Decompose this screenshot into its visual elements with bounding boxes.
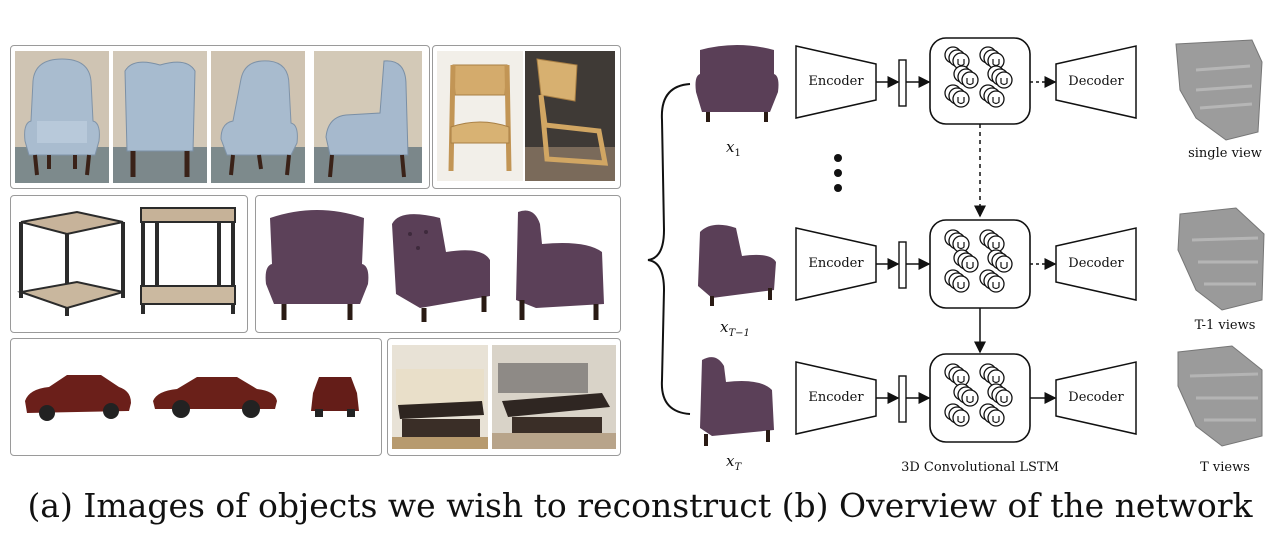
- panel-coffee-tables: [387, 338, 621, 456]
- car-photo-rear: [311, 377, 359, 417]
- output-caption-3: T views: [1200, 460, 1250, 475]
- panel-wooden-chairs: [432, 45, 621, 189]
- side-table-photo-1: [17, 210, 125, 316]
- feature-vector-1: [898, 59, 907, 107]
- decoder-1: [1055, 45, 1137, 119]
- coffee-table-photo-2: [492, 345, 616, 449]
- panel-cars: [10, 338, 382, 456]
- input-label-1: x1: [726, 138, 741, 159]
- caption-part-b: (b) Overview of the network: [781, 486, 1253, 525]
- feature-vector-2: [898, 241, 907, 289]
- panel-blue-armchairs: [10, 45, 430, 189]
- lstm-grid-1: [929, 37, 1031, 125]
- blue-chair-photo-front: [15, 51, 109, 183]
- lstm-label: 3D Convolutional LSTM: [901, 460, 1059, 475]
- decoder-2: [1055, 227, 1137, 301]
- input-chair-1: [695, 45, 779, 112]
- input-chair-3: [700, 357, 774, 436]
- encoder-1: [795, 45, 877, 119]
- input-label-2: xT−1: [720, 318, 750, 339]
- input-label-3: xT: [726, 452, 742, 473]
- decoder-label-3: Decoder: [1068, 390, 1124, 405]
- output-caption-2: T-1 views: [1194, 318, 1256, 333]
- panel-purple-chairs: [255, 195, 621, 333]
- voxel-output-3: [1177, 345, 1263, 447]
- lstm-grid-2: [929, 219, 1031, 309]
- wooden-chair-photo-side: [525, 51, 615, 181]
- purple-chair-photo-side: [516, 210, 604, 320]
- panel-side-tables: [10, 195, 248, 333]
- feature-vector-3: [898, 375, 907, 423]
- coffee-table-photo-1: [392, 345, 488, 449]
- curly-brace: [647, 83, 691, 415]
- row-3: [700, 345, 1263, 447]
- car-photo-front-angle: [25, 375, 131, 421]
- decoder-label-1: Decoder: [1068, 74, 1124, 89]
- encoder-label-1: Encoder: [808, 74, 864, 89]
- input-chair-2: [698, 224, 776, 298]
- row-1: [695, 37, 1263, 141]
- encoder-3: [795, 361, 877, 435]
- output-caption-1: single view: [1188, 146, 1262, 161]
- voxel-output-2: [1177, 207, 1265, 311]
- row-2: [698, 207, 1265, 311]
- purple-chair-photo-tufted: [392, 214, 490, 322]
- voxel-output-1: [1175, 39, 1263, 141]
- caption-part-a: (a) Images of objects we wish to reconst…: [27, 486, 772, 525]
- blue-chair-photo-back: [113, 51, 207, 183]
- figure-caption: (a) Images of objects we wish to reconst…: [0, 486, 1280, 525]
- purple-chair-photo-front: [265, 210, 369, 320]
- encoder-label-3: Encoder: [808, 390, 864, 405]
- car-photo-side: [153, 377, 277, 418]
- blue-chair-photo-angle: [211, 51, 305, 183]
- side-table-photo-2: [140, 207, 236, 314]
- encoder-label-2: Encoder: [808, 256, 864, 271]
- blue-chair-photo-side: [314, 51, 422, 183]
- encoder-2: [795, 227, 877, 301]
- decoder-3: [1055, 361, 1137, 435]
- network-diagram: [647, 37, 1265, 447]
- wooden-chair-photo-front: [437, 51, 523, 181]
- lstm-grid-3: [929, 353, 1031, 443]
- decoder-label-2: Decoder: [1068, 256, 1124, 271]
